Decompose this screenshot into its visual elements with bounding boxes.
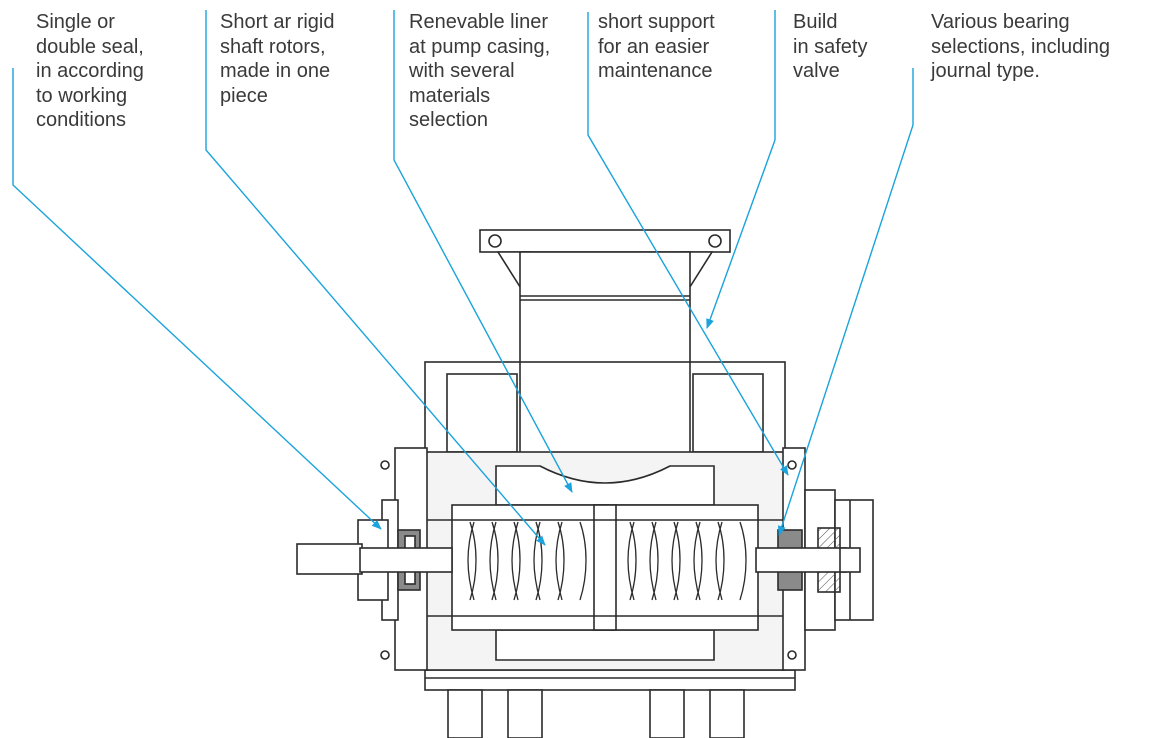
leader-rotors <box>205 10 546 546</box>
base-frame <box>424 669 796 738</box>
label-rotors: Short ar rigid shaft rotors, made in one… <box>220 11 335 107</box>
pump-casing <box>424 451 786 671</box>
upper-housing <box>424 361 786 455</box>
label-valve: Build in safety valve <box>793 11 868 82</box>
leader-liner <box>393 10 573 493</box>
leader-valve <box>706 10 776 329</box>
label-seal: Single or double seal, in according to w… <box>36 11 144 131</box>
top-flange <box>479 229 731 365</box>
label-bearing: Various bearing selections, including jo… <box>931 11 1110 82</box>
label-support: short support for an easier maintenance <box>598 11 715 82</box>
right-end-cover <box>755 447 874 671</box>
leader-seal <box>12 68 382 530</box>
leader-bearing <box>777 68 914 536</box>
screw-rotors <box>467 521 747 601</box>
left-shaft <box>296 543 453 575</box>
label-liner: Renevable liner at pump casing, with sev… <box>409 11 551 131</box>
leader-lines <box>12 10 914 546</box>
leader-support <box>587 12 789 476</box>
